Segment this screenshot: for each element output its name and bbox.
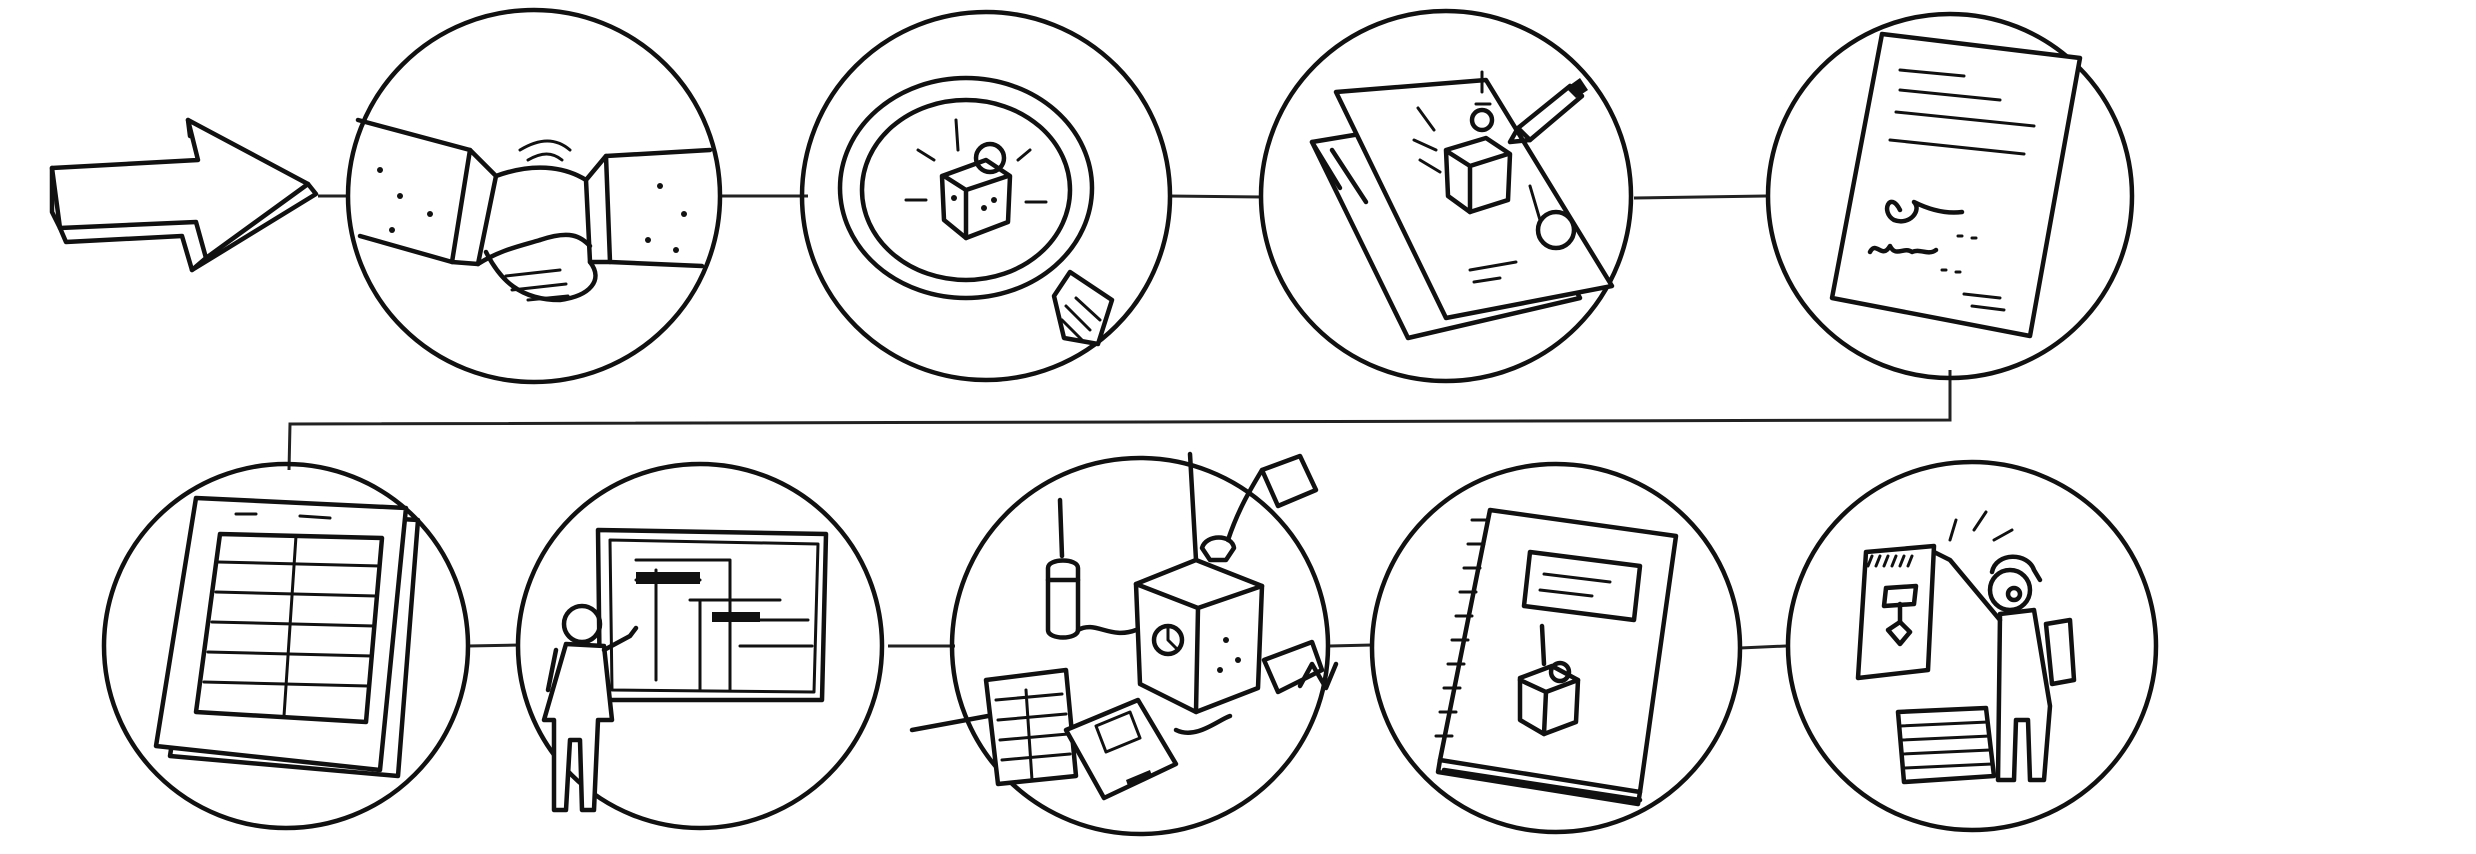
connector-line — [467, 643, 521, 648]
connectors — [287, 194, 1952, 650]
step-circle — [345, 7, 723, 385]
step-circle — [799, 9, 1173, 383]
step-circles — [101, 7, 2159, 837]
connector-line — [1739, 644, 1787, 650]
step-circle — [515, 461, 885, 831]
blueprint-icon — [1309, 70, 1615, 341]
magnifier-icon — [837, 75, 1115, 347]
step-circle — [1785, 459, 2159, 833]
step-circle — [1369, 461, 1743, 835]
production-machine-icon — [909, 451, 1339, 801]
signed-contract-icon — [1829, 31, 2083, 339]
spreadsheet-icon — [153, 495, 421, 779]
connector-line — [1167, 194, 1263, 199]
notebook-icon — [1434, 507, 1679, 807]
connector-line — [287, 370, 1952, 471]
step-circle — [101, 461, 471, 831]
planning-board-icon — [541, 527, 829, 813]
start-arrow-icon — [49, 117, 319, 273]
delivery-icon — [1855, 510, 2077, 785]
connector-line — [1633, 194, 1767, 200]
handshake-icon — [355, 117, 713, 303]
step-circle — [949, 455, 1331, 837]
connector-line — [1329, 643, 1373, 648]
step-circle — [1258, 8, 1634, 384]
step-circle — [1765, 11, 2135, 381]
